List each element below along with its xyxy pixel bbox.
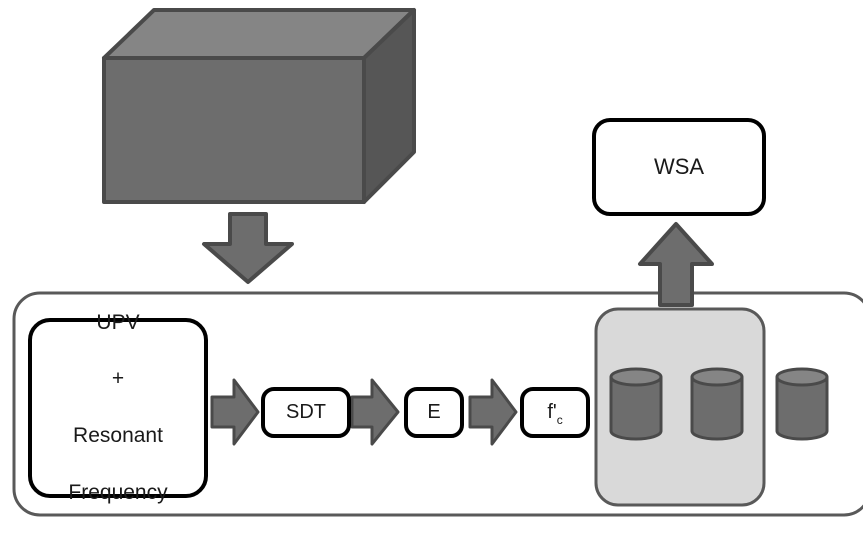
right-arrow-2 [350, 378, 400, 446]
block-top-face [102, 8, 416, 60]
sdt-box [261, 387, 351, 438]
wsa-box [592, 118, 766, 216]
right-arrow-3 [468, 378, 518, 446]
right-arrow-1 [210, 378, 260, 446]
material-block [102, 8, 416, 204]
cylinder-2-icon [690, 367, 744, 441]
block-front-face [102, 56, 366, 204]
diagram-canvas [12, 8, 863, 517]
specimen-group [594, 307, 766, 507]
cylinder-1-icon [609, 367, 663, 441]
input-box [28, 318, 208, 498]
fc-box [520, 387, 590, 438]
cylinder-3-icon [775, 367, 829, 441]
down-arrow [202, 212, 294, 284]
e-box [404, 387, 464, 438]
up-arrow [638, 222, 714, 307]
